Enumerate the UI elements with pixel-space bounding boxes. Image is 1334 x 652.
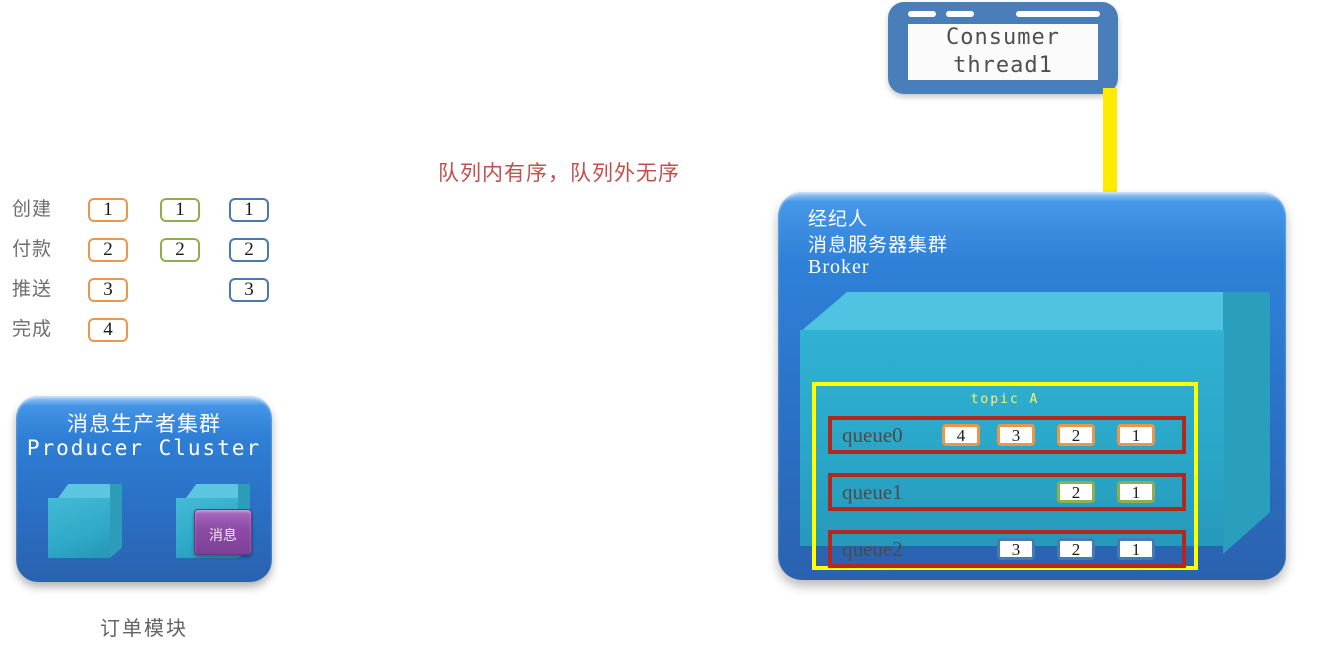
window-dash-icon xyxy=(946,11,974,17)
consumer-thread-box: Consumer thread1 xyxy=(888,2,1118,94)
cube-front-face xyxy=(48,498,110,558)
cube-right-face xyxy=(110,484,122,558)
window-dash-icon xyxy=(908,11,936,17)
cube-top-face xyxy=(58,484,122,498)
queue-message: 3 xyxy=(997,538,1035,560)
status-chip: 3 xyxy=(88,278,128,302)
cuboid-side-face xyxy=(1223,292,1270,554)
producer-title-en: Producer Cluster xyxy=(26,436,262,460)
queue-message: 2 xyxy=(1057,538,1095,560)
window-bar-icon xyxy=(1016,11,1100,17)
queue-row: queue2 3 2 1 xyxy=(828,530,1186,568)
matrix-row: 完成 4 xyxy=(0,316,300,344)
consumer-line-2: thread1 xyxy=(953,53,1053,78)
cube-top-face xyxy=(186,484,250,498)
matrix-row-label: 付款 xyxy=(12,239,53,260)
queue-message: 1 xyxy=(1117,424,1155,446)
cuboid-front-face: topic A queue0 4 3 2 1 queue1 2 1 queue2… xyxy=(800,330,1224,570)
queue-row: queue0 4 3 2 1 xyxy=(828,416,1186,454)
broker-title-cn1: 经纪人 xyxy=(808,209,869,230)
matrix-row: 付款 2 2 2 xyxy=(0,236,300,264)
order-status-matrix: 创建 1 1 1 付款 2 2 2 推送 3 3 完成 4 xyxy=(0,196,300,356)
consumer-line-1: Consumer xyxy=(946,25,1060,50)
producer-cluster-box: 消息生产者集群 Producer Cluster 消息 xyxy=(16,396,272,582)
status-chip: 1 xyxy=(88,198,128,222)
broker-storage-cuboid: topic A queue0 4 3 2 1 queue1 2 1 queue2… xyxy=(800,292,1270,570)
status-chip: 2 xyxy=(229,238,269,262)
status-chip: 1 xyxy=(160,198,200,222)
topic-label: topic A xyxy=(970,392,1040,407)
server-cube-icon xyxy=(48,484,122,558)
producer-caption: 订单模块 xyxy=(100,618,188,640)
queue-message: 3 xyxy=(997,424,1035,446)
matrix-row: 推送 3 3 xyxy=(0,276,300,304)
matrix-row-label: 创建 xyxy=(12,199,53,220)
consumer-screen: Consumer thread1 xyxy=(908,24,1098,80)
status-chip: 2 xyxy=(88,238,128,262)
queue-message: 1 xyxy=(1117,538,1155,560)
status-chip: 1 xyxy=(229,198,269,222)
queue-message: 1 xyxy=(1117,481,1155,503)
broker-title-cn2: 消息服务器集群 xyxy=(808,235,949,256)
queue-message: 4 xyxy=(942,424,980,446)
queue-label: queue2 xyxy=(842,537,903,561)
broker-box: 经纪人 消息服务器集群 Broker topic A queue0 4 3 2 … xyxy=(778,192,1286,580)
broker-title-en: Broker xyxy=(808,256,870,278)
ordering-note: 队列内有序，队列外无序 xyxy=(438,161,680,185)
topic-container: topic A queue0 4 3 2 1 queue1 2 1 queue2… xyxy=(812,382,1198,570)
queue-row: queue1 2 1 xyxy=(828,473,1186,511)
cuboid-top-face xyxy=(800,292,1270,332)
queue-label: queue1 xyxy=(842,480,903,504)
status-chip: 2 xyxy=(160,238,200,262)
message-packet-icon: 消息 xyxy=(194,509,252,555)
status-chip: 4 xyxy=(88,318,128,342)
status-chip: 3 xyxy=(229,278,269,302)
queue-message: 2 xyxy=(1057,481,1095,503)
producer-title-cn: 消息生产者集群 xyxy=(67,412,221,436)
matrix-row-label: 推送 xyxy=(12,279,53,300)
matrix-row-label: 完成 xyxy=(12,319,53,340)
queue-message: 2 xyxy=(1057,424,1095,446)
queue-label: queue0 xyxy=(842,423,903,447)
matrix-row: 创建 1 1 1 xyxy=(0,196,300,224)
